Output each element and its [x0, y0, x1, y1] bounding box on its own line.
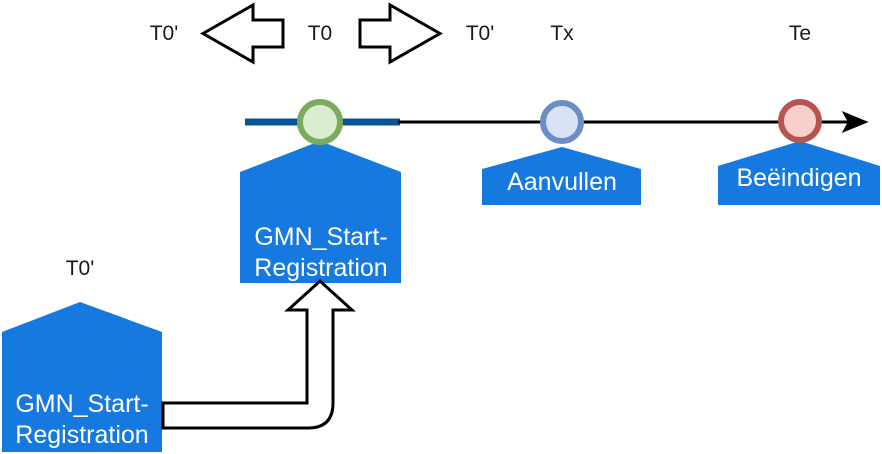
arrow-right-t0-prime-icon — [358, 2, 444, 65]
timeline-label-t0-prime-right: T0' — [465, 22, 495, 45]
pentagon-beeindigen-shape[interactable] — [718, 141, 880, 205]
event-marker-green-circle[interactable] — [297, 99, 343, 145]
event-marker-red-circle[interactable] — [778, 99, 822, 143]
event-marker-blue-circle[interactable] — [540, 100, 584, 144]
pentagon-gmn-start-registration-top-shape[interactable] — [240, 141, 401, 283]
timeline-label-te: Te — [788, 22, 812, 45]
timeline-label-t0: T0 — [307, 22, 333, 45]
timeline-label-t0-prime-left: T0' — [149, 22, 179, 45]
timeline-label-t0-prime-bottom: T0' — [65, 257, 95, 280]
timeline-arrowhead-icon — [841, 110, 869, 134]
connector-bottom-to-top-arrow — [161, 278, 356, 430]
pentagon-aanvullen-shape[interactable] — [482, 147, 641, 205]
timeline-label-tx: Tx — [550, 22, 574, 45]
pentagon-gmn-start-registration-bottom-shape[interactable] — [2, 302, 162, 452]
arrow-left-t0-prime-icon — [199, 2, 285, 65]
